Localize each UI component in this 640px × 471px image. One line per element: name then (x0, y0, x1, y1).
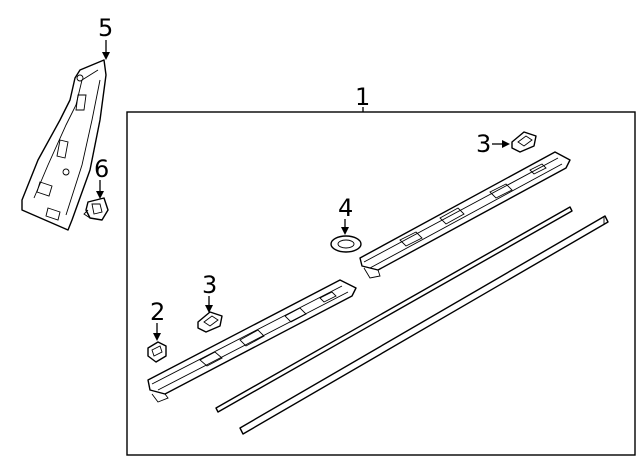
part-1-sill-strip[interactable] (239, 215, 609, 435)
callout-4-label: 4 (338, 194, 353, 222)
callout-3-left[interactable]: 3 (202, 271, 217, 313)
part-3-retainer-left[interactable] (197, 311, 223, 333)
callout-3-left-label: 3 (202, 271, 217, 299)
part-1-rocker-rear[interactable] (359, 151, 571, 279)
part-6-clip[interactable] (83, 197, 109, 221)
callout-3-right[interactable]: 3 (476, 130, 510, 158)
part-2-clip[interactable] (147, 341, 167, 363)
part-5-pillar-trim[interactable] (21, 59, 107, 231)
assembly-box (126, 111, 636, 456)
part-1-rocker-front[interactable] (147, 279, 357, 403)
callout-3-right-label: 3 (476, 130, 491, 158)
callout-6[interactable]: 6 (94, 155, 109, 199)
callout-4[interactable]: 4 (338, 194, 353, 235)
callout-5-label: 5 (98, 14, 113, 42)
part-1-moulding-strip[interactable] (215, 206, 573, 413)
callout-1-label: 1 (355, 83, 370, 111)
part-3-retainer-right[interactable] (511, 131, 537, 153)
callout-5[interactable]: 5 (98, 14, 113, 60)
callout-6-label: 6 (94, 155, 109, 183)
callout-1[interactable]: 1 (355, 83, 370, 112)
callout-2-label: 2 (150, 298, 165, 326)
part-4-grommet[interactable] (330, 235, 362, 253)
callout-2[interactable]: 2 (150, 298, 165, 341)
